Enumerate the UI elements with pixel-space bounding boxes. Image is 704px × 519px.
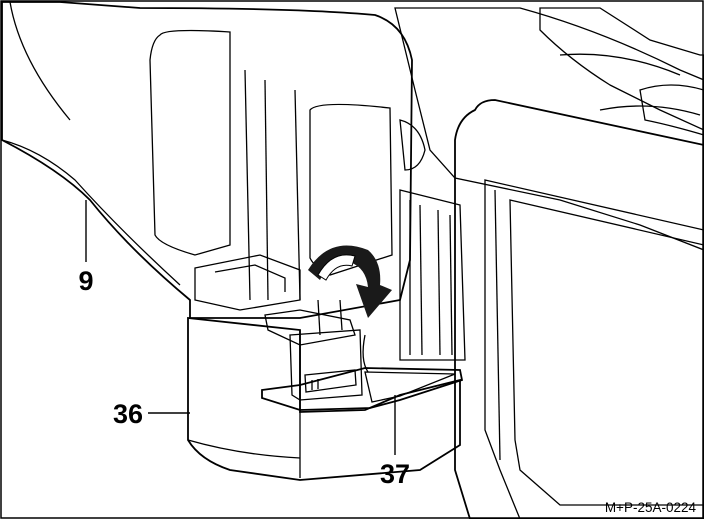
callout-label-37: 37 (380, 459, 410, 489)
rotation-arrow (308, 245, 392, 318)
tray (261, 334, 464, 411)
image-code: M+P-25A-0224 (605, 500, 697, 515)
callout-label-36: 36 (113, 399, 143, 429)
side-frame (454, 99, 704, 519)
callout-label-9: 9 (78, 266, 93, 296)
main-housing (1, 1, 413, 319)
